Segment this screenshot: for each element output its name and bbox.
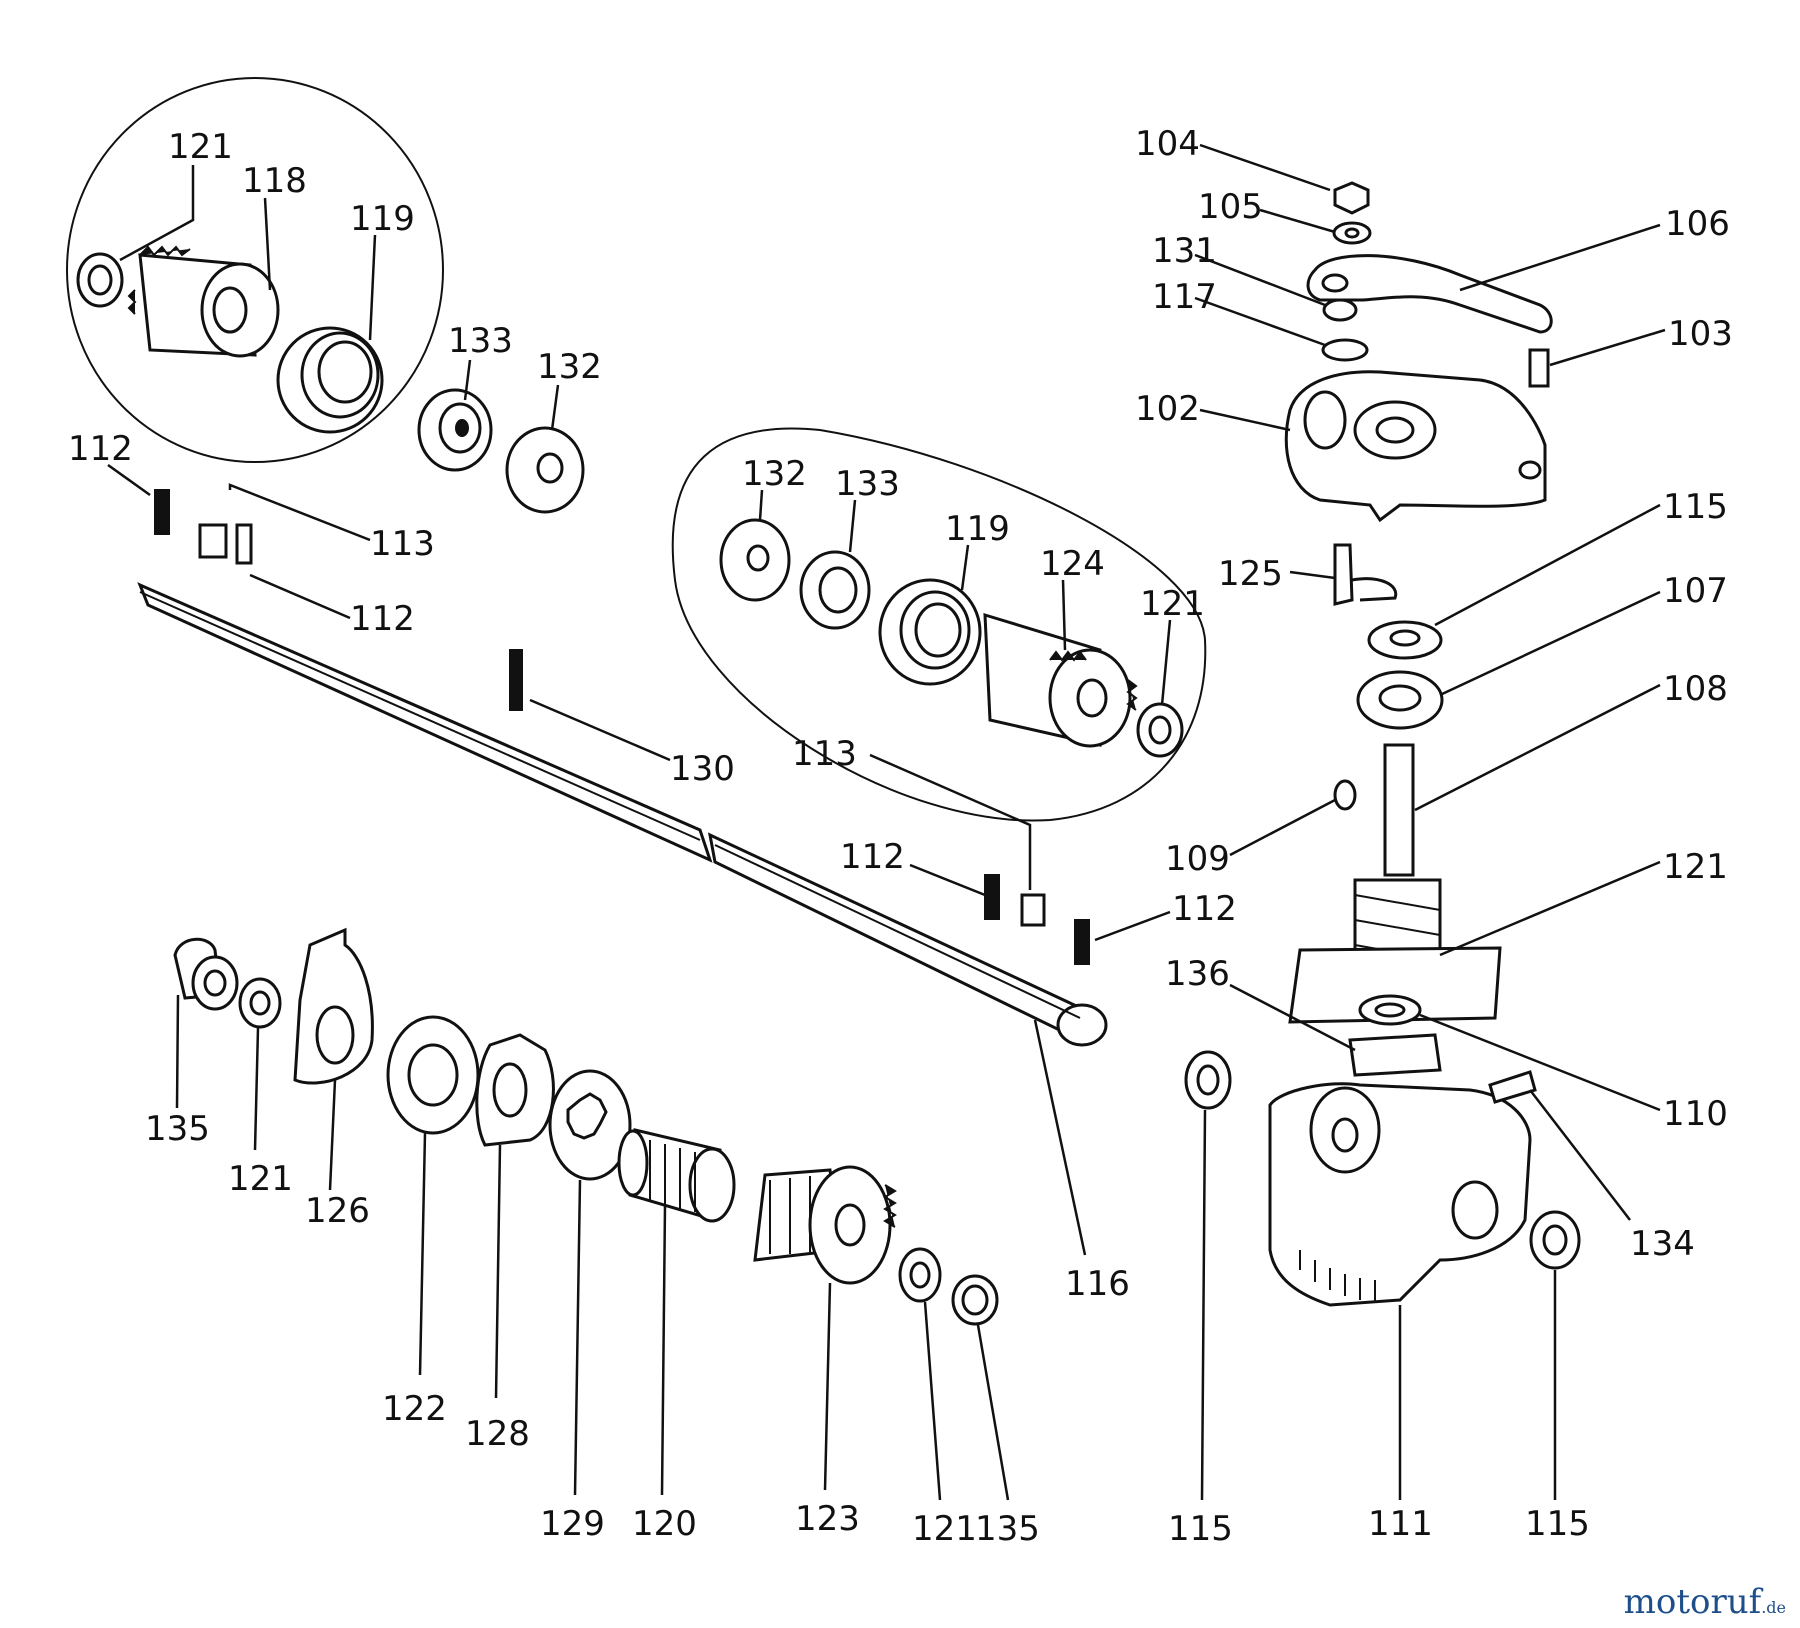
label-119-circle: 119 — [350, 199, 415, 239]
detail-circle-top-left — [66, 77, 444, 463]
top-right-assembly — [1284, 181, 1553, 1077]
label-113-top: 113 — [370, 524, 435, 564]
label-113-oval: 113 — [792, 734, 857, 774]
label-124: 124 — [1040, 544, 1105, 584]
watermark-name: motoruf — [1623, 1582, 1762, 1622]
label-133-top: 133 — [448, 321, 513, 361]
label-133-oval: 133 — [835, 464, 900, 504]
label-105: 105 — [1198, 187, 1263, 227]
label-121-left: 121 — [228, 1159, 293, 1199]
label-135-left: 135 — [145, 1109, 210, 1149]
label-132-oval: 132 — [742, 454, 807, 494]
label-131: 131 — [1152, 231, 1217, 271]
label-123: 123 — [795, 1499, 860, 1539]
label-126: 126 — [305, 1191, 370, 1231]
pins-112-113-top — [154, 489, 523, 711]
label-128: 128 — [465, 1414, 530, 1454]
label-104: 104 — [1135, 124, 1200, 164]
label-121-oval: 121 — [1140, 584, 1205, 624]
label-117: 117 — [1152, 277, 1217, 317]
watermark-tld: .de — [1761, 1598, 1786, 1617]
label-112-shaft-2: 112 — [1172, 889, 1237, 929]
part-labels: 121 118 119 133 132 112 113 112 132 133 … — [68, 124, 1733, 1549]
detail-oval-middle — [671, 427, 1207, 822]
label-112-top: 112 — [68, 429, 133, 469]
label-121-gasket: 121 — [1663, 847, 1728, 887]
label-107: 107 — [1663, 571, 1728, 611]
label-125: 125 — [1218, 554, 1283, 594]
label-103: 103 — [1668, 314, 1733, 354]
gearbox-housing-111 — [1184, 1050, 1581, 1307]
label-102: 102 — [1135, 389, 1200, 429]
label-118: 118 — [242, 161, 307, 201]
bottom-left-parts — [173, 927, 999, 1326]
label-129: 129 — [540, 1504, 605, 1544]
label-115-right: 115 — [1525, 1504, 1590, 1544]
leader-lines — [107, 143, 1666, 1501]
label-119-oval: 119 — [945, 509, 1010, 549]
label-132-top: 132 — [537, 347, 602, 387]
label-134: 134 — [1630, 1224, 1695, 1264]
label-116: 116 — [1065, 1264, 1130, 1304]
washer-132-top — [505, 426, 585, 514]
label-110: 110 — [1663, 1094, 1728, 1134]
label-111: 111 — [1368, 1504, 1433, 1544]
label-120: 120 — [632, 1504, 697, 1544]
label-109: 109 — [1165, 839, 1230, 879]
main-shaft-116 — [137, 582, 1108, 1047]
label-121-bottom: 121 — [912, 1509, 977, 1549]
label-122: 122 — [382, 1389, 447, 1429]
label-106: 106 — [1665, 204, 1730, 244]
label-121-circle: 121 — [168, 127, 233, 167]
label-112-shaft: 112 — [840, 837, 905, 877]
watermark-logo: motoruf.de — [1624, 1582, 1786, 1622]
bearing-133-top — [417, 388, 493, 472]
label-112-top-2: 112 — [350, 599, 415, 639]
label-135-bottom: 135 — [975, 1509, 1040, 1549]
label-108: 108 — [1663, 669, 1728, 709]
label-136: 136 — [1165, 954, 1230, 994]
label-115-left: 115 — [1168, 1509, 1233, 1549]
label-130: 130 — [670, 749, 735, 789]
label-115-top: 115 — [1663, 487, 1728, 527]
